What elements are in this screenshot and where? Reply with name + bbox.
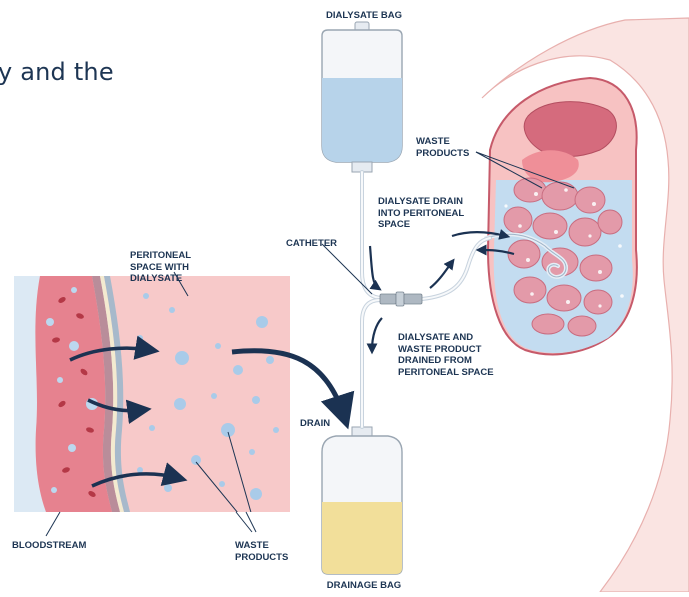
- drained-fluid: [322, 502, 402, 578]
- dialysate-bag-label: DIALYSATE BAG: [318, 10, 410, 22]
- waste-products-membrane-label: WASTE PRODUCTS: [235, 540, 288, 563]
- drainage-bag-label: DRAINAGE BAG: [318, 580, 410, 592]
- dialysate-drain-label: DIALYSATE DRAIN INTO PERITONEAL SPACE: [378, 196, 464, 231]
- drainage-bag: [322, 427, 402, 578]
- catheter-connector: [380, 292, 422, 306]
- into-body-arrow: [430, 262, 452, 288]
- bloodstream-label: BLOODSTREAM: [12, 540, 86, 552]
- liver: [524, 102, 616, 157]
- dialysate-fluid: [322, 78, 402, 168]
- membrane-inset: [14, 276, 290, 530]
- outflow-arrow: [372, 318, 382, 350]
- dialysate-bag: [322, 22, 402, 172]
- inflow-arrow: [370, 246, 378, 288]
- peritoneal-space-label: PERITONEAL SPACE WITH DIALYSATE: [130, 250, 191, 285]
- dialysate-and-waste-label: DIALYSATE AND WASTE PRODUCT DRAINED FROM…: [398, 332, 494, 378]
- drain-label: DRAIN: [300, 418, 330, 430]
- heading-fragment: y and the: [0, 58, 114, 86]
- catheter-label: CATHETER: [286, 238, 337, 250]
- waste-products-body-label: WASTE PRODUCTS: [416, 136, 469, 159]
- body-cross-section: [476, 18, 689, 592]
